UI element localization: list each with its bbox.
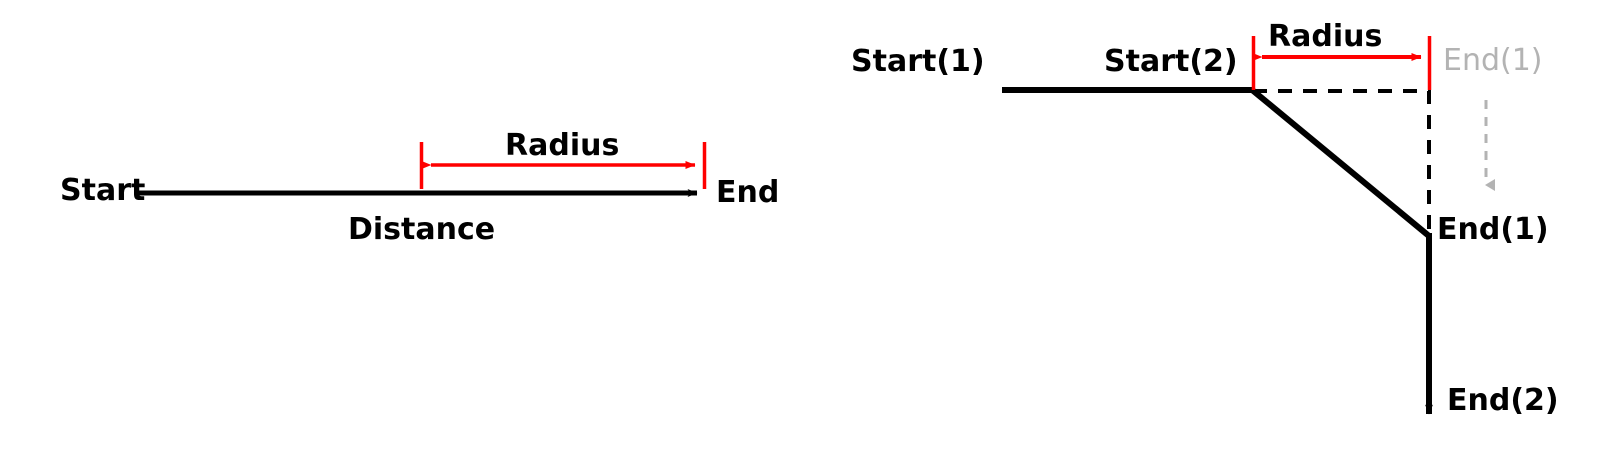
label-radius-right-panel: Radius [1268,19,1383,54]
label-radius-left-panel: Radius [505,128,620,163]
label-start-1: Start(1) [851,44,985,79]
label-end: End [716,175,780,210]
label-end-2: End(2) [1447,383,1559,418]
label-end-1: End(1) [1437,212,1549,247]
segment-corner-diagonal [1249,86,1431,239]
original-path-dashed [1253,89,1431,235]
label-distance: Distance [348,212,496,247]
panel-single-segment [137,142,707,197]
label-start: Start [60,173,146,208]
label-end-1-ghost: End(1) [1443,43,1543,78]
panel-two-segment-corner [1002,36,1495,415]
label-start-2: Start(2) [1104,44,1238,79]
